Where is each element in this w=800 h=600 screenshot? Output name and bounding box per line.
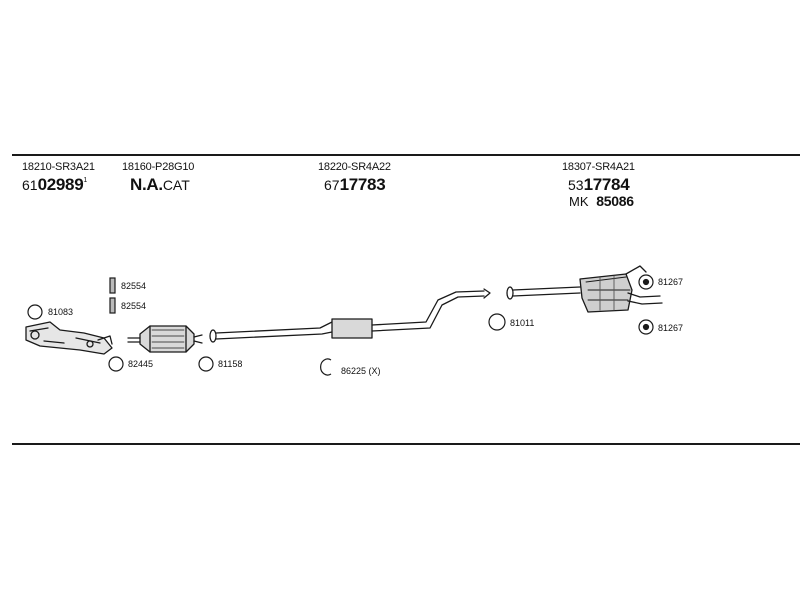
- part4-ref-main: 17784: [583, 175, 630, 194]
- ring-gasket-icon: [198, 356, 214, 372]
- part4-ref-prefix: 53: [568, 177, 584, 193]
- exhaust-manifold: [25, 321, 113, 355]
- clamp-icon: [320, 358, 332, 376]
- part1-ref-number: 61029891: [22, 176, 87, 193]
- part2-ref-suffix: CAT: [162, 177, 190, 193]
- spring-icon: [109, 277, 116, 294]
- part1-oem-number: 18210-SR3A21: [22, 161, 95, 173]
- rubber-mount-icon: [638, 274, 654, 290]
- part4-kit-prefix: MK: [569, 194, 589, 209]
- part2-ref-number: N.A.CAT: [130, 176, 190, 193]
- catalytic-converter: [127, 325, 203, 353]
- part4-oem-number: 18307-SR4A21: [562, 161, 635, 173]
- part4-ref-number: 5317784: [568, 175, 630, 194]
- callout-81267-top: 81267: [658, 277, 684, 287]
- callout-82554-top: 82554: [121, 281, 147, 291]
- ring-gasket-icon: [488, 313, 506, 331]
- ring-gasket-icon: [27, 304, 43, 320]
- spring-icon: [109, 297, 116, 314]
- callout-82445: 82445: [128, 359, 154, 369]
- part3-ref-main: 17783: [339, 175, 386, 194]
- part1-ref-main: 02989: [37, 175, 84, 194]
- rear-silencer: [506, 265, 663, 313]
- callout-82554-bottom: 82554: [121, 301, 147, 311]
- part1-ref-prefix: 61: [22, 177, 38, 193]
- callout-81083: 81083: [48, 307, 74, 317]
- bottom-divider: [12, 443, 800, 445]
- part3-ref-prefix: 67: [324, 177, 340, 193]
- callout-81011: 81011: [510, 318, 535, 328]
- part4-kit-number: MK 85086: [569, 194, 634, 208]
- part4-kit-main: 85086: [596, 193, 634, 209]
- rubber-mount-center-icon: [642, 323, 650, 331]
- part3-oem-number: 18220-SR4A22: [318, 161, 391, 173]
- callout-86225: 86225 (X): [341, 366, 381, 376]
- part1-ref-suffix: 1: [83, 177, 88, 184]
- callout-81158: 81158: [218, 359, 243, 369]
- callout-81267-bottom: 81267: [658, 323, 684, 333]
- part3-ref-number: 6717783: [324, 175, 386, 194]
- ring-gasket-icon: [108, 356, 124, 372]
- rubber-mount-center-icon: [642, 278, 650, 286]
- front-pipe: [209, 288, 491, 343]
- part2-ref-main: N.A.: [130, 175, 163, 194]
- rubber-mount-icon: [638, 319, 654, 335]
- part2-oem-number: 18160-P28G10: [122, 161, 195, 173]
- top-divider: [12, 154, 800, 156]
